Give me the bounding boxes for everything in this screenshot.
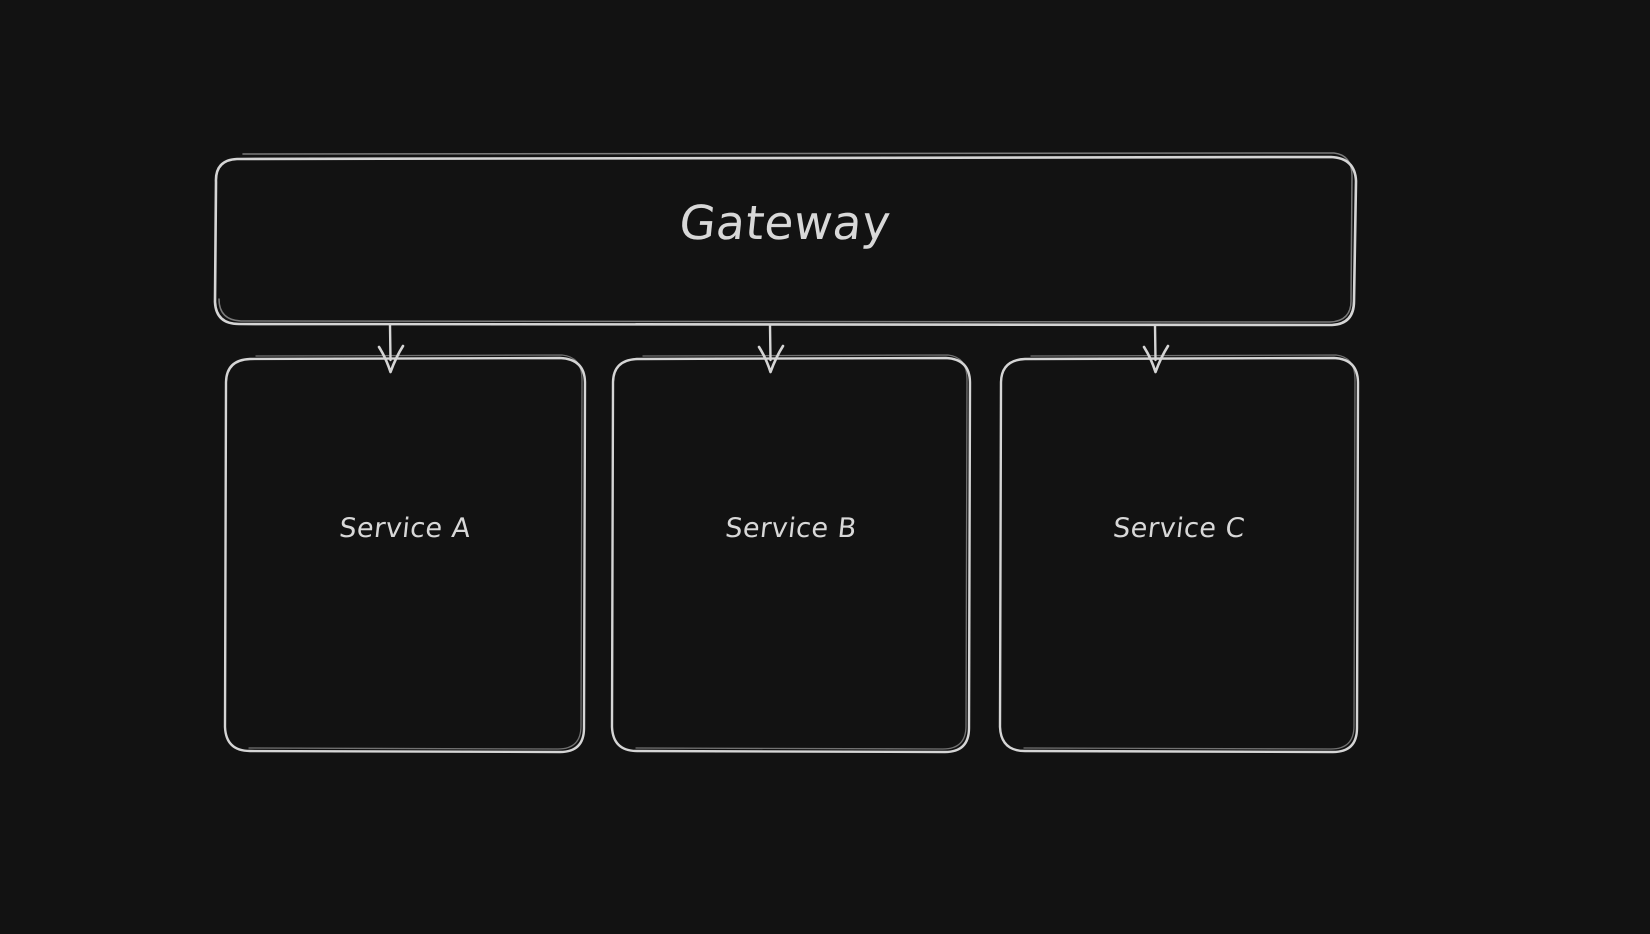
service-b-box-outline-sketch [635,354,968,750]
service-a-box-outline [223,356,587,754]
service-c-box-outline-sketch [1023,354,1356,750]
arrowhead-down-icon [1142,344,1170,374]
gateway-box-outline [213,155,1358,327]
service-c-box-outline [998,356,1360,754]
service-a-box-outline-sketch [248,354,583,750]
edge-line [1153,323,1157,362]
arrowhead-down-icon [377,344,405,374]
edge-gateway-service-a[interactable] [377,323,405,374]
node-service-b[interactable] [610,354,972,754]
arrowhead-down-icon [757,344,785,374]
node-service-a[interactable] [223,354,587,754]
node-gateway[interactable] [213,152,1358,327]
node-service-c[interactable] [998,354,1360,754]
edge-line [388,323,392,362]
edge-line [768,323,772,362]
edge-gateway-service-b[interactable] [757,323,785,374]
edge-gateway-service-c[interactable] [1142,323,1170,374]
gateway-box-outline-sketch [218,152,1353,323]
service-b-box-outline [610,356,972,754]
